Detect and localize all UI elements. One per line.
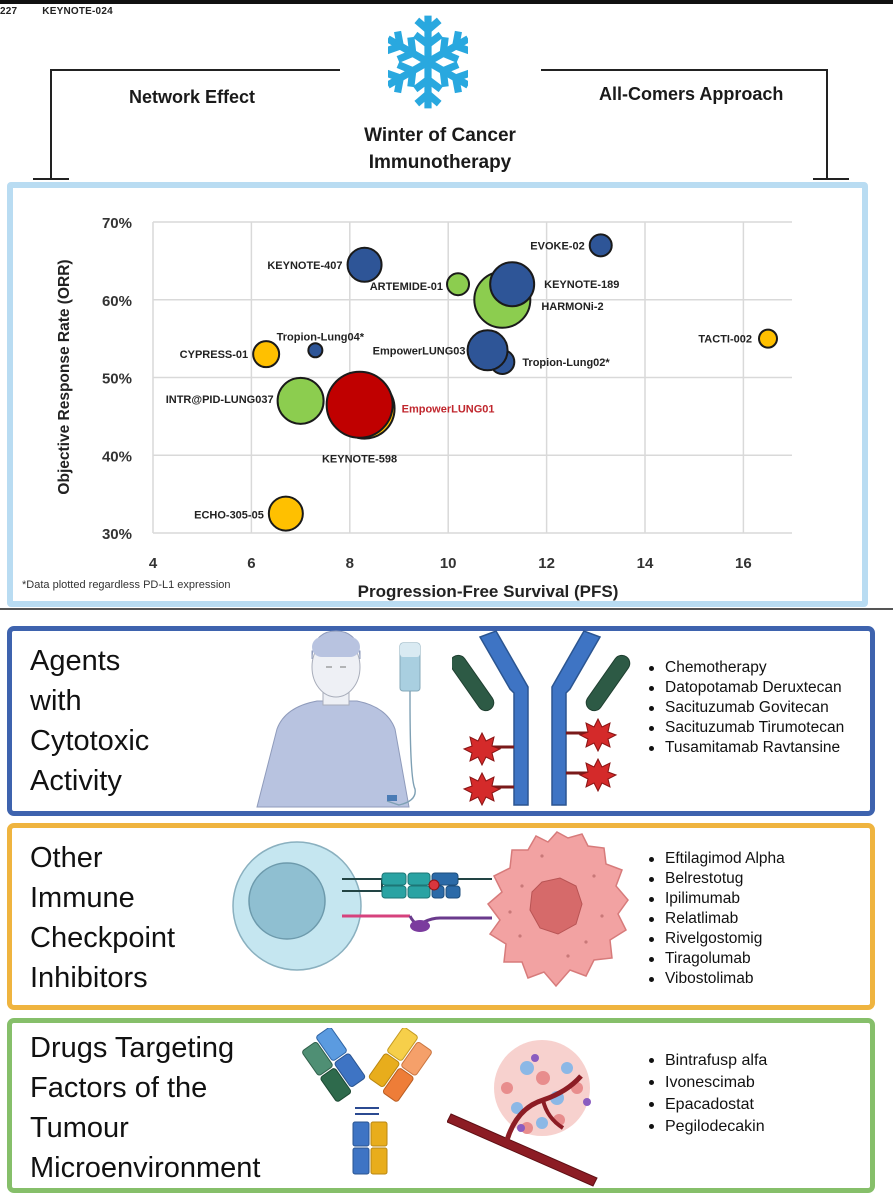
right-bracket-foot xyxy=(813,178,849,180)
data-label-tacti-002: TACTI-002 xyxy=(698,334,752,346)
bubble-artemide-01 xyxy=(446,272,471,297)
top-border xyxy=(0,0,893,4)
list-item: Sacituzumab Tirumotecan xyxy=(647,718,844,738)
data-label-evoke-02: EVOKE-02 xyxy=(530,240,584,252)
bubble-evoke-02 xyxy=(588,233,613,258)
list-item: Sacituzumab Govitecan xyxy=(647,698,844,718)
list-item: Relatlimab xyxy=(647,909,785,929)
data-label-keynote-598: KEYNOTE-598 xyxy=(322,454,397,466)
main-title: Winter of Cancer Immunotherapy xyxy=(330,122,550,176)
list-item: Rivelgostomig xyxy=(647,929,785,949)
all-comers-label: All-Comers Approach xyxy=(599,84,784,104)
list-item: Belrestotug xyxy=(647,869,785,889)
y-tick-label: 50% xyxy=(102,371,132,388)
list-item: Ipilimumab xyxy=(647,889,785,909)
list-item: Bintrafusp alfa xyxy=(647,1050,767,1072)
list-item: Tusamitamab Ravtansine xyxy=(647,738,844,758)
data-label-intr-pid-lung037: INTR@PID-LUNG037 xyxy=(166,394,274,406)
data-label-tropion-lung04-: Tropion-Lung04* xyxy=(277,331,365,343)
x-tick-label: 6 xyxy=(247,555,255,572)
x-axis-label: Progression-Free Survival (PFS) xyxy=(358,582,619,601)
left-bracket-foot xyxy=(33,178,69,180)
panel-title: Drugs Targeting Factors of the Tumour Mi… xyxy=(30,1032,261,1184)
caption-fragment: 227 xyxy=(0,6,18,17)
x-tick-label: 4 xyxy=(149,555,158,572)
bubble-chart: 30% 40% 50% 60% 70% 4 6 8 10 12 14 16Progression-Fr… xyxy=(22,215,792,601)
bubble-empowerlung03 xyxy=(466,329,509,372)
list-item: Eftilagimod Alpha xyxy=(647,849,785,869)
data-label-empowerlung01: EmpowerLUNG01 xyxy=(402,404,495,416)
x-tick-label: 12 xyxy=(538,555,555,572)
list-item: Ivonescimab xyxy=(647,1072,767,1094)
main-title-line2: Immunotherapy xyxy=(368,152,512,173)
left-bracket-line xyxy=(50,69,340,179)
x-tick-label: 14 xyxy=(637,555,654,572)
list-item: Datopotamab Deruxtecan xyxy=(647,678,844,698)
y-tick-label: 60% xyxy=(102,293,132,310)
tumor-vasculature-illustration xyxy=(447,1040,598,1187)
y-axis-label: Objective Response Rate (ORR) xyxy=(56,259,73,494)
data-label-tropion-lung02-: Tropion-Lung02* xyxy=(522,357,610,369)
bubble-chart-panel xyxy=(7,182,868,607)
right-bracket-line xyxy=(541,69,828,179)
data-label-echo-305-05: ECHO-305-05 xyxy=(194,510,264,522)
cytotoxic-drug-list: Chemotherapy Datopotamab Deruxtecan Saci… xyxy=(647,658,844,758)
x-tick-label: 10 xyxy=(440,555,457,572)
bubble-empowerlung01 xyxy=(325,370,394,439)
data-label-cypress-01: CYPRESS-01 xyxy=(180,349,248,361)
list-item: Epacadostat xyxy=(647,1094,767,1116)
data-label-artemide-01: ARTEMIDE-01 xyxy=(370,281,443,293)
tumor-cell-illustration xyxy=(486,831,629,988)
network-effect-label: Network Effect xyxy=(129,87,256,107)
top-caption: 227 KEYNOTE-024 xyxy=(0,6,135,17)
bubble-intr-pid-lung037 xyxy=(276,376,325,425)
caption-trial: KEYNOTE-024 xyxy=(42,6,113,17)
bubble-tacti-002 xyxy=(758,328,778,349)
y-tick-label: 30% xyxy=(102,526,132,543)
t-cell-illustration xyxy=(232,841,362,971)
section-divider xyxy=(0,608,893,610)
list-item: Chemotherapy xyxy=(647,658,844,678)
bispecific-antibody-illustration xyxy=(302,1028,432,1175)
list-item: Pegilodecakin xyxy=(647,1116,767,1138)
antibody-drug-conjugate-illustration xyxy=(452,630,631,807)
panel-tumour-microenvironment: Drugs Targeting Factors of the Tumour Mi… xyxy=(7,1018,875,1193)
x-tick-label: 8 xyxy=(346,555,354,572)
bubble-keynote-189 xyxy=(489,261,536,308)
main-title-line1: Winter of Cancer xyxy=(364,125,516,146)
y-tick-label: 70% xyxy=(102,215,132,232)
data-label-empowerlung03: EmpowerLUNG03 xyxy=(373,345,466,357)
tme-drug-list: Bintrafusp alfa Ivonescimab Epacadostat … xyxy=(647,1050,767,1138)
bubble-echo-305-05 xyxy=(267,495,304,532)
data-label-keynote-189: KEYNOTE-189 xyxy=(544,279,619,291)
data-label-harmoni-2: HARMONi-2 xyxy=(541,301,603,313)
bubble-tropion-lung04- xyxy=(307,342,324,359)
list-item: Vibostolimab xyxy=(647,969,785,989)
list-item: Tiragolumab xyxy=(647,949,785,969)
patient-iv-drip-illustration xyxy=(256,630,421,808)
checkpoint-receptor-illustration xyxy=(342,872,492,932)
panel-checkpoint-inhibitors: Other Immune Checkpoint Inhibitors Eftil… xyxy=(7,823,875,1010)
panel-cytotoxic-agents: Agents with Cytotoxic Activity xyxy=(7,626,875,816)
snowflake-icon xyxy=(388,15,468,118)
panel-title: Other Immune Checkpoint Inhibitors xyxy=(30,842,176,994)
data-label-keynote-407: KEYNOTE-407 xyxy=(267,260,342,272)
y-tick-label: 40% xyxy=(102,448,132,465)
checkpoint-drug-list: Eftilagimod Alpha Belrestotug Ipilimumab… xyxy=(647,849,785,989)
chart-footnote: *Data plotted regardless PD-L1 expressio… xyxy=(22,579,231,591)
bubble-keynote-407 xyxy=(346,246,383,283)
x-tick-label: 16 xyxy=(735,555,752,572)
bubble-cypress-01 xyxy=(252,340,281,369)
panel-title: Agents with Cytotoxic Activity xyxy=(30,645,150,797)
